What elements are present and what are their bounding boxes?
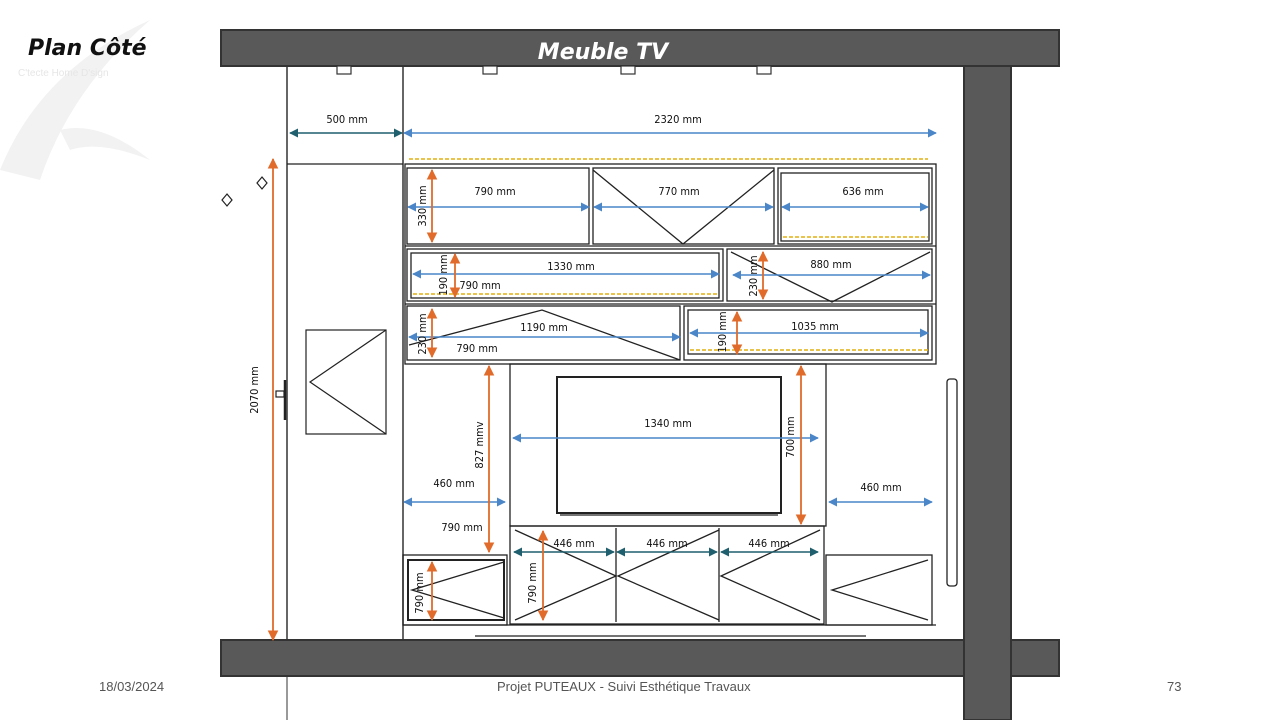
- dim-niche-left-depth: 790 mm: [441, 521, 482, 534]
- wall-radiator: [946, 378, 958, 587]
- dim-row2-right-height: 230 mm: [747, 255, 760, 296]
- dim-niche-left-height: 827 mmv: [473, 421, 486, 468]
- dim-row3-left-width: 1190 mm: [520, 321, 568, 334]
- dim-drawer-1-width: 446 mm: [553, 537, 594, 550]
- dim-row1-mid-width: 770 mm: [658, 185, 699, 198]
- right-wall: [963, 65, 1012, 720]
- dim-tv-height: 700 mm: [784, 416, 797, 457]
- dim-niche-left-width: 460 mm: [433, 477, 474, 490]
- slide-title: Plan Côté: [28, 36, 147, 61]
- door-handle: [275, 390, 285, 398]
- dim-row3-right-height: 190 mm: [716, 311, 729, 352]
- dim-niche-right-width: 460 mm: [860, 481, 901, 494]
- dim-row3-left-height: 230 mm: [416, 313, 429, 354]
- led-strips: [409, 158, 928, 351]
- socket-icon: [221, 193, 233, 207]
- dim-row1-height: 330 mm: [416, 185, 429, 226]
- footer-page-number: 73: [1167, 679, 1182, 694]
- dim-total-width: 2320 mm: [654, 113, 702, 126]
- footer-date: 18/03/2024: [99, 679, 165, 694]
- dim-side-width: 500 mm: [326, 113, 367, 126]
- dim-row2-left-inner: 790 mm: [459, 279, 500, 292]
- dim-drawer-3-width: 446 mm: [748, 537, 789, 550]
- socket-icon: [256, 176, 268, 190]
- footer-project: Projet PUTEAUX - Suivi Esthétique Travau…: [497, 679, 751, 694]
- tv-unit-structure: [402, 163, 958, 637]
- floor-band: [220, 639, 1060, 677]
- dim-row2-left-height: 190 mm: [437, 254, 450, 295]
- dim-bottom-left-height: 790 mm: [413, 572, 426, 613]
- dim-total-height: 2070 mm: [248, 366, 261, 414]
- dim-tv-width: 1340 mm: [644, 417, 692, 430]
- dim-row3-right-width: 1035 mm: [791, 320, 839, 333]
- watermark-text: C'tecte Home D'sign: [18, 68, 109, 79]
- ceiling-band: [220, 29, 1060, 67]
- dim-row1-right-width: 636 mm: [842, 185, 883, 198]
- dim-drawer-2-width: 446 mm: [646, 537, 687, 550]
- side-cabinet: [305, 329, 387, 435]
- drawing-title: Meuble TV: [538, 40, 670, 65]
- watermark-swoosh-icon: [0, 20, 150, 180]
- dim-row2-right-width: 880 mm: [810, 258, 851, 271]
- dim-row3-left-inner: 790 mm: [456, 342, 497, 355]
- dim-row2-left-outer: 1330 mm: [547, 260, 595, 273]
- ceiling-spots: [336, 65, 772, 75]
- dim-row1-left-width: 790 mm: [474, 185, 515, 198]
- dim-bottom-drawer-height: 790 mm: [526, 562, 539, 603]
